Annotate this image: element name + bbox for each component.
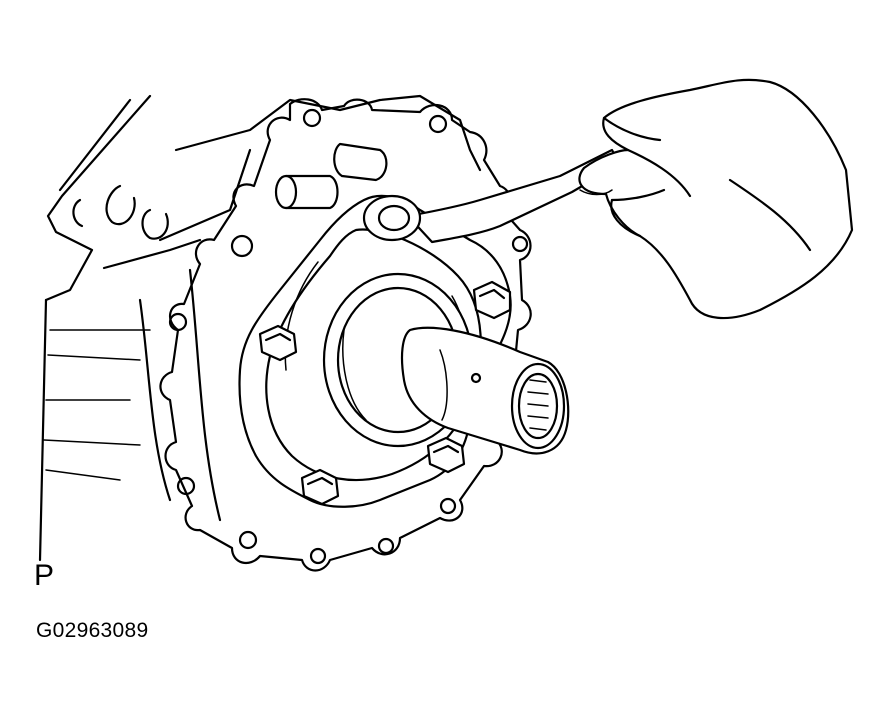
bolt-lower-right: [426, 436, 466, 474]
extension-housing-outline: [159, 98, 532, 572]
case-studs: [274, 142, 388, 210]
view-label: P: [34, 559, 55, 592]
figure-code: G02963089: [36, 619, 149, 642]
bolt-left: [258, 324, 298, 362]
wrench-tool: [362, 148, 622, 244]
output-shaft: [400, 326, 570, 455]
transmission-case: [38, 94, 482, 562]
bolt-right: [472, 280, 512, 320]
retainer-bolts: [258, 280, 512, 506]
bolt-lower-left: [300, 468, 340, 506]
hand: [578, 78, 854, 320]
